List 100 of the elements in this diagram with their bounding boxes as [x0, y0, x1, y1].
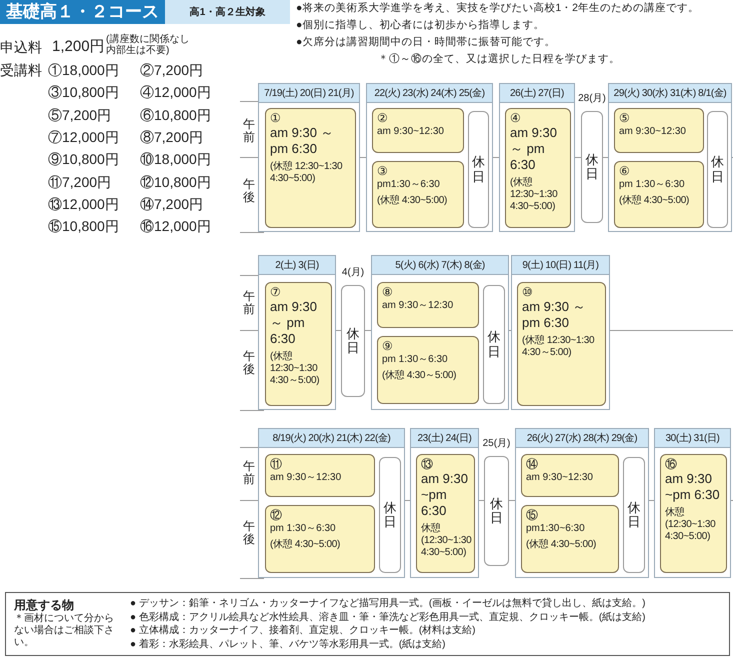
date-header: 7/19(土) 20(日) 21(月): [264, 86, 354, 100]
session-box: [517, 282, 606, 406]
time-range: pm1:30～6:30: [377, 178, 441, 191]
bullet-text: ●欠席分は講習期間中の日・時間帯に振替可能です。: [296, 35, 556, 50]
time-range: am 9:30～12:30: [382, 299, 454, 312]
fee-amount: ⑥10,800円: [140, 106, 211, 125]
week-panel: [499, 83, 575, 232]
date-header: 23(土) 24(日): [418, 432, 472, 446]
fee-amount: ⑤7,200円: [48, 106, 112, 125]
time-range: am 9:30~12:30: [526, 471, 594, 484]
session-number: ⑯: [665, 457, 678, 471]
time-range: pm 1:30～6:30: [382, 353, 449, 366]
week-panel: [258, 83, 360, 232]
date-text: 28(月): [578, 92, 606, 106]
date-text: 4(月): [342, 266, 364, 280]
fee-amount: ②7,200円: [140, 61, 204, 80]
session-number: ③: [377, 164, 389, 178]
date-header: 29(火) 30(水) 31(木) 8/1(金): [614, 86, 726, 100]
break-time-note: (休憩 12:30~1:30 4:30～5:00): [270, 351, 320, 387]
session-box: [614, 161, 704, 228]
time-range: am 9:30 ~pm 6:30: [665, 471, 721, 503]
time-range: am 9:30 ～ pm 6:30: [510, 125, 558, 173]
bullet-text: ●将来の美術系大学進学を考え、実技を学びたい高校1・2年生のための講座です。: [296, 1, 700, 16]
fee-amount: ⑬12,000円: [48, 194, 119, 214]
break-time-note: (休憩 4:30~5:00): [619, 195, 690, 207]
session-box: [505, 108, 571, 228]
fee-amount: ③10,800円: [48, 83, 119, 102]
holiday-text: 休日: [586, 152, 598, 182]
session-number: ⑨: [382, 339, 394, 353]
week-panel: [654, 428, 731, 578]
fee-amount: ⑩18,000円: [140, 150, 211, 170]
fee-amount: ⑦12,000円: [48, 128, 119, 147]
session-box: [265, 108, 356, 228]
session-number: ⑭: [526, 457, 539, 471]
bullet-text: ●個別に指導し、初心者には初歩から指導します。: [296, 18, 544, 33]
holiday-text: 休日: [384, 500, 396, 530]
time-range: am 9:30 ～ pm 6:30: [522, 299, 587, 331]
break-time-note: (休憩 12:30~1:30 4:30～5:00): [522, 335, 596, 359]
date-header: 26(火) 27(水) 28(木) 29(金): [526, 432, 638, 446]
session-number: ①: [270, 111, 282, 125]
title-banner: 基礎高１・２コース: [0, 0, 165, 24]
supplies-item: ● 立体構成：カッターナイフ、接着剤、直定規、クロッキー帳。(材料は支給): [130, 624, 476, 638]
session-box: [521, 505, 619, 573]
time-range: am 9:30～12:30: [270, 471, 342, 484]
holiday-box: [483, 285, 505, 404]
supplies-panel: [5, 592, 730, 656]
fee-amount: ⑭7,200円: [140, 194, 204, 214]
time-range: am 9:30 ～ pm 6:30: [270, 125, 335, 157]
break-time-note: (休憩 4:30～5:00): [382, 370, 458, 382]
date-header: 26(土) 27(日): [510, 86, 564, 100]
date-header: 9(土) 10(日) 11(月): [522, 258, 599, 272]
fee-amount: ①18,000円: [48, 61, 119, 80]
time-range: am 9:30 ～ pm 6:30: [270, 299, 318, 347]
supplies-note: ＊画材について分からない場合はご相談下さい。: [14, 613, 115, 649]
session-number: ④: [510, 111, 522, 125]
session-box: [660, 454, 727, 573]
fee-amount: ④12,000円: [140, 83, 211, 102]
fee-amount: ⑫10,800円: [140, 172, 211, 192]
holiday-box: [623, 457, 645, 573]
period-label: 午前: [243, 460, 255, 486]
time-range: pm 1:30～6:30: [270, 522, 337, 535]
session-number: ⑬: [421, 457, 434, 471]
break-time-note: 休憩 (12:30~1:30 4:30~5:00): [421, 523, 470, 559]
session-number: ⑦: [270, 285, 282, 299]
session-box: [416, 454, 475, 573]
fee-amount: ⑧7,200円: [140, 128, 204, 147]
supplies-item: ● デッサン：鉛筆・ネリゴム・カッターナイフなど描写用具一式。(画板・イーゼルは無料で貸し出し、紙は支給。): [130, 597, 646, 610]
break-time-note: 休憩 (12:30~1:30 4:30~5:00): [665, 507, 716, 543]
supplies-heading: 用意する物: [14, 597, 75, 612]
week-panel: [511, 255, 610, 410]
break-time-note: (休憩 4:30~5:00): [270, 539, 342, 551]
fee-amount: ⑮10,800円: [48, 217, 119, 236]
break-time-note: (休憩 12:30~1:30 4:30~5:00): [510, 177, 558, 213]
date-text: 25(月): [482, 437, 510, 451]
period-label: 午前: [243, 290, 255, 316]
session-box: [372, 108, 464, 153]
holiday-text: 休日: [472, 155, 485, 184]
session-box: [377, 282, 479, 328]
holiday-text: 休日: [488, 330, 500, 359]
date-header: 22(火) 23(水) 24(木) 25(金): [374, 86, 485, 100]
week-panel: [371, 255, 509, 410]
fee-amount: ⑯12,000円: [140, 217, 211, 236]
holiday-box: [468, 111, 489, 228]
week-panel: [258, 428, 405, 578]
time-range: am 9:30~12:30: [619, 125, 687, 138]
fee-label: 受講料: [0, 61, 42, 80]
fee-label: 申込料: [0, 38, 42, 57]
fee-amount: ⑨10,800円: [48, 150, 119, 170]
period-label: 午前: [243, 118, 255, 144]
break-time-note: (休憩 4:30~5:00): [377, 195, 448, 207]
time-range: pm 1:30～6:30: [619, 178, 686, 191]
week-panel: [366, 83, 493, 232]
session-number: ⑧: [382, 285, 394, 299]
week-panel: [515, 428, 649, 578]
session-box: [265, 282, 332, 406]
date-header: 30(土) 31(日): [666, 432, 720, 446]
session-number: ⑤: [619, 111, 631, 125]
session-box: [265, 505, 375, 573]
date-header: 2(土) 3(日): [275, 258, 319, 272]
time-range: am 9:30~12:30: [377, 125, 445, 138]
